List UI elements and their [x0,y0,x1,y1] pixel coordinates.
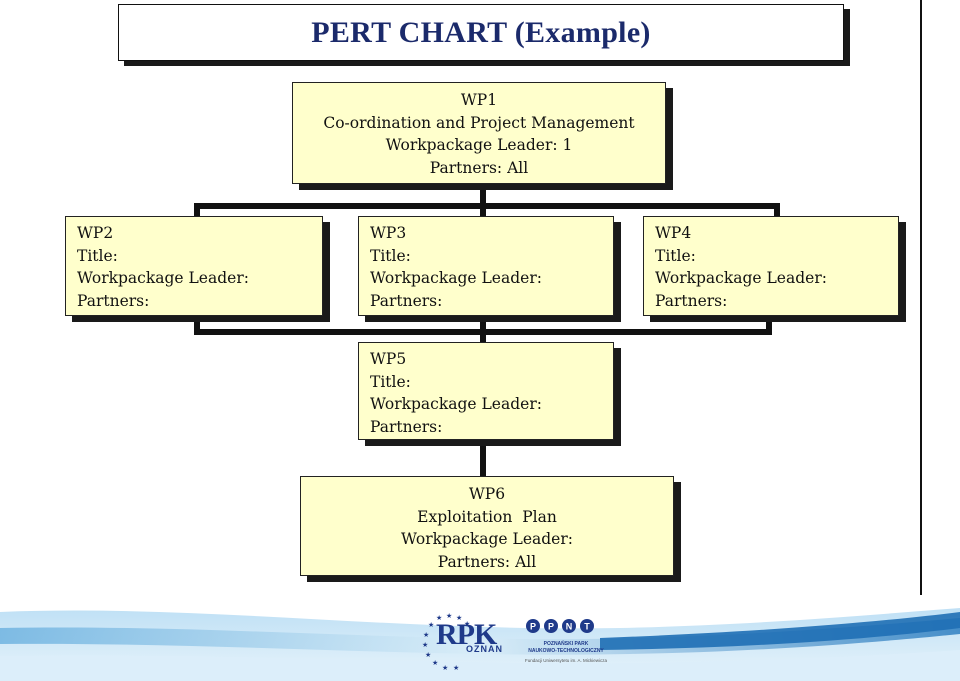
ppnt-logo-line1: POZNAŃSKI PARK [543,641,589,647]
wp5-partners: Partners: [370,417,443,436]
page-right-rule [920,0,922,595]
wp3-label: WP3 [370,224,407,242]
star-icon: ★ [425,651,431,659]
ppnt-logo-line2: NAUKOWO-TECHNOLOGICZNY [528,648,604,654]
star-icon: ★ [442,664,448,672]
star-icon: ★ [436,614,442,622]
star-icon: ★ [423,631,429,639]
wp5-leader: Workpackage Leader: [370,395,542,413]
ppnt-letter-2: P [548,622,554,632]
wp2-leader: Workpackage Leader: [77,269,249,287]
rpk-logo-subtext: OZNAN [466,644,503,654]
footer-wave [0,598,960,681]
wp2-box: WP2 Title: Workpackage Leader: Partners: [65,216,323,316]
wp3-title: Title: [370,246,411,265]
wp5-label: WP5 [370,350,407,368]
wp6-label: WP6 [468,485,506,503]
wp4-title: Title: [655,246,696,265]
wp6-box: WP6 Exploitation Plan Workpackage Leader… [300,476,674,576]
wp2-title: Title: [77,246,118,265]
wp3-leader: Workpackage Leader: [370,269,542,287]
chart-title: PERT CHART (Example) [311,15,651,49]
wp3-box: WP3 Title: Workpackage Leader: Partners: [358,216,614,316]
star-icon: ★ [422,641,428,649]
wp4-leader: Workpackage Leader: [655,269,827,287]
wp1-leader: Workpackage Leader: 1 [385,136,573,154]
star-icon: ★ [446,612,452,620]
rpk-logo-text: RPK [436,618,497,651]
wp6-partners: Partners: All [437,552,537,571]
wp2-partners: Partners: [77,291,150,310]
rpk-logo-stars: ★ ★ ★ ★ ★ ★ ★ ★ ★ ★ ★ P P N T [422,612,594,672]
wp4-box: WP4 Title: Workpackage Leader: Partners: [643,216,899,316]
star-icon: ★ [456,614,462,622]
wp4-partners: Partners: [655,291,728,310]
ppnt-letter-3: N [566,622,573,632]
wp5-box: WP5 Title: Workpackage Leader: Partners: [358,342,614,440]
wp1-partners: Partners: All [429,158,529,177]
wp5-title: Title: [370,372,411,391]
wp4-label: WP4 [655,224,692,242]
star-icon: ★ [453,664,459,672]
wp1-box: WP1 Co-ordination and Project Management… [292,82,666,184]
wp6-leader: Workpackage Leader: [401,530,573,548]
wp1-title: Co-ordination and Project Management [323,113,635,132]
ppnt-letter-4: T [584,622,590,632]
chart-title-box: PERT CHART (Example) [118,4,844,61]
connector-lines [194,183,780,477]
star-icon: ★ [428,621,434,629]
wp1-label: WP1 [460,91,498,109]
ppnt-logo: P P N T [526,619,594,633]
wp3-partners: Partners: [370,291,443,310]
wp2-label: WP2 [77,224,114,242]
star-icon: ★ [432,659,438,667]
star-icon: ★ [464,620,470,628]
wp6-title: Exploitation Plan [417,507,557,526]
ppnt-letter-1: P [530,622,536,632]
ppnt-logo-line3: Fundacji Uniwersytetu im. A. Mickiewicza [524,658,608,663]
